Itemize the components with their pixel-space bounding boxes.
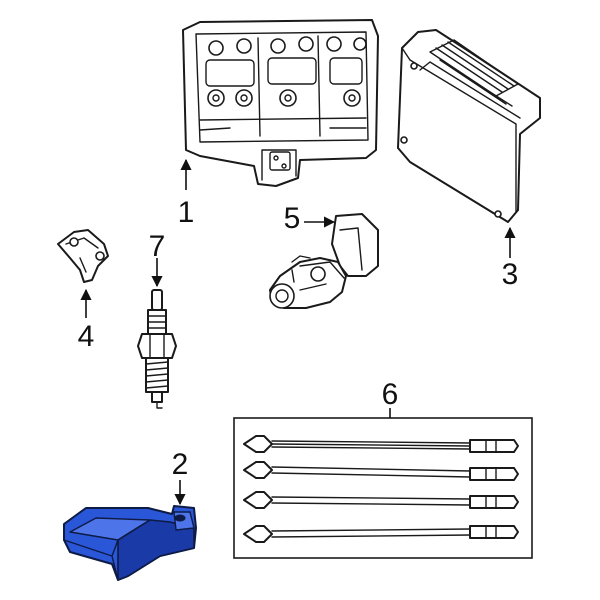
- svg-text:7: 7: [149, 230, 166, 263]
- wire-3: [243, 491, 519, 509]
- part-1-ignition-coil[interactable]: [182, 19, 379, 187]
- callout-3: 3: [502, 226, 519, 291]
- svg-text:2: 2: [172, 448, 189, 481]
- callout-4: 4: [78, 288, 95, 353]
- callout-5: 5: [284, 202, 336, 235]
- callout-7: 7: [149, 230, 166, 288]
- wire-2: [243, 461, 519, 481]
- wire-1: [243, 435, 519, 453]
- wire-4: [243, 525, 519, 543]
- svg-text:5: 5: [284, 202, 301, 235]
- callout-1: 1: [178, 158, 195, 229]
- svg-text:3: 3: [502, 258, 519, 291]
- part-3-control-module[interactable]: [397, 29, 541, 223]
- bolt-hole: [174, 514, 186, 522]
- callout-6: 6: [382, 378, 399, 418]
- svg-text:6: 6: [382, 378, 399, 411]
- svg-text:1: 1: [178, 196, 195, 229]
- part-6-plug-wire-set[interactable]: [233, 417, 533, 559]
- callout-2: 2: [172, 448, 189, 506]
- part-5-sensor[interactable]: [269, 213, 379, 309]
- part-7-spark-plug[interactable]: [137, 289, 177, 409]
- part-2-mounting-bracket[interactable]: [63, 505, 197, 581]
- svg-text:4: 4: [78, 320, 95, 353]
- part-4-bracket[interactable]: [57, 229, 109, 283]
